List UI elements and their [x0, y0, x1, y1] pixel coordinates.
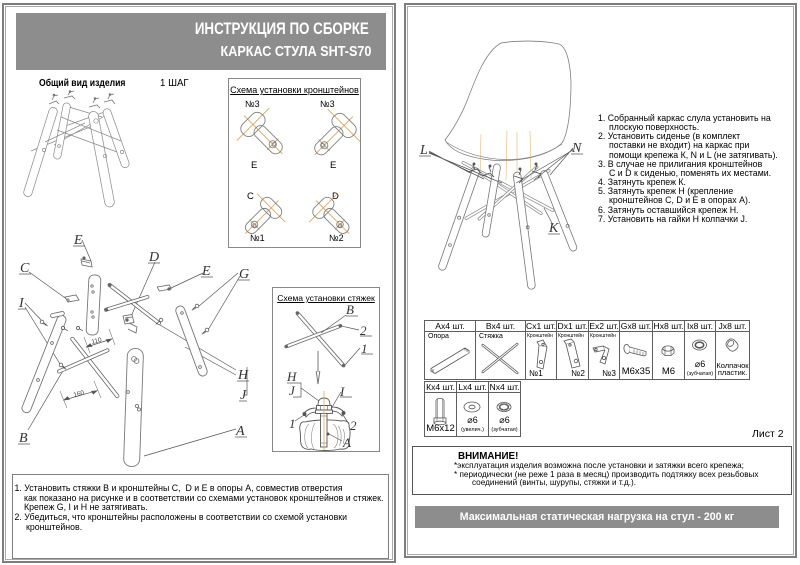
- svg-text:B: B: [19, 431, 28, 446]
- svg-text:H: H: [286, 369, 297, 384]
- svg-text:L: L: [419, 143, 428, 158]
- svg-text:B: B: [346, 302, 354, 317]
- svg-text:H: H: [237, 368, 249, 383]
- svg-text:J: J: [289, 383, 296, 398]
- svg-text:160: 160: [73, 389, 86, 399]
- svg-text:1: 1: [289, 416, 296, 431]
- svg-text:N: N: [571, 141, 582, 156]
- svg-text:110: 110: [91, 337, 103, 346]
- svg-text:D: D: [148, 250, 159, 265]
- svg-text:G: G: [239, 267, 249, 282]
- svg-text:1: 1: [361, 341, 368, 356]
- svg-text:2: 2: [350, 418, 357, 433]
- svg-text:E: E: [201, 264, 211, 279]
- svg-text:J: J: [240, 388, 247, 403]
- svg-text:A: A: [342, 435, 351, 450]
- svg-text:I: I: [339, 384, 345, 399]
- svg-text:I: I: [18, 296, 25, 311]
- svg-text:C: C: [20, 261, 30, 276]
- svg-text:K: K: [548, 221, 559, 236]
- svg-text:A: A: [235, 424, 245, 439]
- svg-text:E: E: [73, 233, 83, 248]
- svg-text:2: 2: [360, 323, 367, 338]
